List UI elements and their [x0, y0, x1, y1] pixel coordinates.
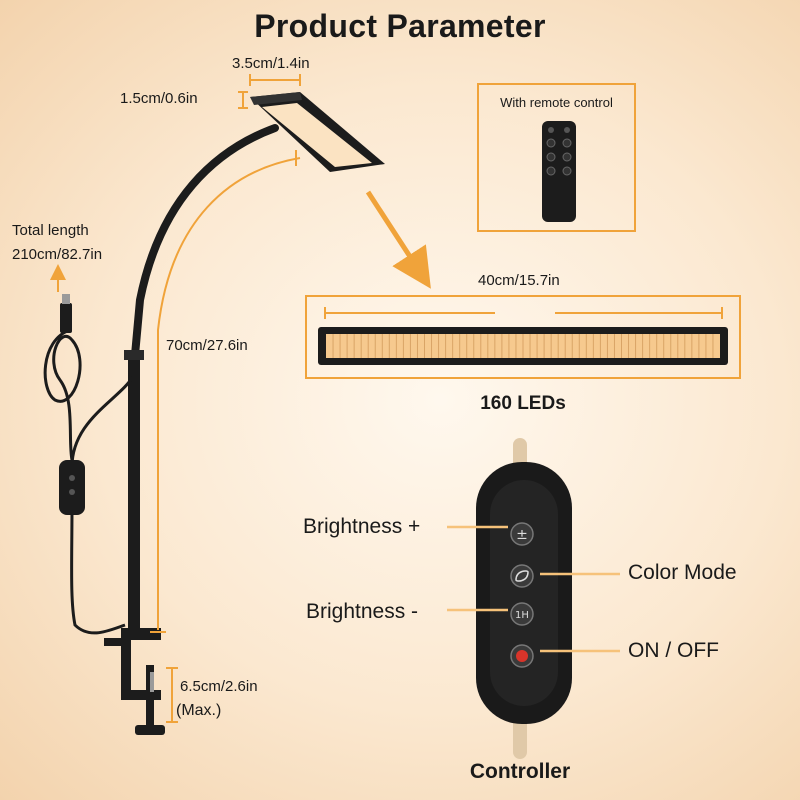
power-icon — [510, 644, 534, 668]
head-width-label: 3.5cm/1.4in — [232, 55, 310, 72]
total-length-value: 210cm/82.7in — [12, 246, 103, 263]
brightness-up-icon: ± — [510, 522, 534, 546]
desk-clamp — [104, 628, 165, 735]
controller-title: Controller — [469, 760, 571, 783]
timer-1h-icon: 1H — [510, 602, 534, 626]
total-length-label: Total length — [12, 222, 89, 239]
lamp-head — [250, 92, 385, 172]
clamp-max-label: (Max.) — [176, 702, 222, 719]
light-bar-frame — [305, 295, 741, 379]
controller-callout-lines — [447, 525, 620, 653]
brightness-down-label: Brightness - — [306, 600, 419, 623]
power-cable — [43, 294, 136, 635]
remote-control-icon — [542, 121, 576, 222]
arm-length-label: 70cm/27.6in — [166, 337, 248, 354]
usb-plug-icon — [60, 294, 72, 333]
power-label: ON / OFF — [628, 639, 719, 662]
page-title: Product Parameter — [254, 8, 546, 44]
gooseneck-arm — [131, 124, 279, 359]
remote-label: With remote control — [500, 95, 613, 110]
bar-width-label: 40cm/15.7in — [478, 272, 560, 289]
head-thickness-label: 1.5cm/0.6in — [120, 90, 198, 107]
clamp-size-label: 6.5cm/2.6in — [180, 678, 258, 695]
led-light-bar — [318, 327, 728, 365]
svg-text:±: ± — [516, 527, 528, 543]
lamp-pole — [128, 355, 140, 630]
remote-frame — [477, 83, 636, 232]
color-mode-icon — [510, 564, 534, 588]
brightness-up-label: Brightness + — [303, 515, 421, 538]
svg-text:1H: 1H — [515, 610, 529, 621]
color-mode-label: Color Mode — [628, 561, 737, 584]
led-count-label: 160 LEDs — [480, 393, 566, 414]
controller-device — [476, 438, 572, 759]
dimension-lines — [50, 74, 723, 723]
